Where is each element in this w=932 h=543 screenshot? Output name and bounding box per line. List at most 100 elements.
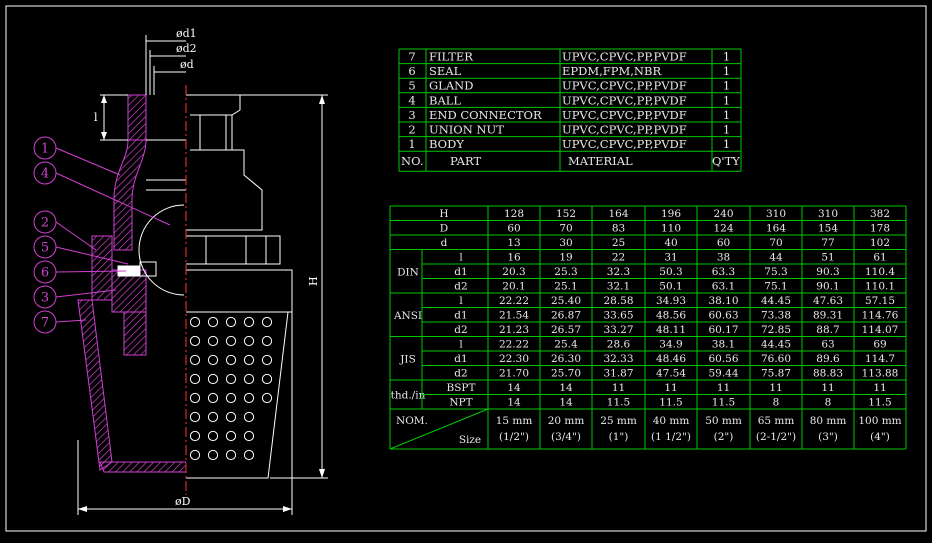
dim-cell: 90.3 xyxy=(816,266,839,278)
bom-cell-material: UPVC,CPVC,PP,PVDF xyxy=(562,93,687,107)
bom-cell-part: BALL xyxy=(429,93,461,107)
filter-wall-section xyxy=(77,299,113,471)
bom-cell-material: UPVC,CPVC,PP,PVDF xyxy=(562,79,687,93)
bom-cell-part: UNION NUT xyxy=(429,123,504,137)
dim-cell: 11 xyxy=(873,382,886,394)
dim-cell: 40 xyxy=(664,237,677,249)
balloon-label: 4 xyxy=(41,167,49,182)
nom-mm: 80 mm xyxy=(810,415,847,427)
filter-hole xyxy=(207,430,219,442)
filter-hole xyxy=(243,392,255,404)
dim-cell: 69 xyxy=(873,339,886,351)
dim-cell: 240 xyxy=(713,208,733,220)
dim-cell: 11.5 xyxy=(659,397,682,409)
dim-cell: 48.46 xyxy=(656,353,686,365)
dim-row-label: H xyxy=(439,208,448,220)
dim-row-label: d2 xyxy=(454,281,467,293)
dim-cell: 90.1 xyxy=(816,281,839,293)
ball-section-outline xyxy=(138,204,185,296)
filter-holes xyxy=(189,316,273,461)
nom-mm: 25 mm xyxy=(600,415,637,427)
body-exterior-inner xyxy=(190,114,232,151)
filter-hole xyxy=(243,316,255,328)
bom-cell-material: EPDM,FPM,NBR xyxy=(562,64,661,78)
bom-header-no: NO. xyxy=(401,154,423,168)
dim-cell: 25.40 xyxy=(551,295,581,307)
dim-cell: 61 xyxy=(873,252,886,264)
dim-cell: 114.76 xyxy=(862,310,899,322)
filter-hole xyxy=(189,411,201,423)
dim-cell: 310 xyxy=(818,208,838,220)
bom-header-qty: Q'TY xyxy=(712,154,740,168)
filter-hole xyxy=(189,316,201,328)
bom-cell-no: 3 xyxy=(408,108,415,122)
dim-cell: 20.1 xyxy=(502,281,525,293)
filter-hole xyxy=(207,373,219,385)
bom-cell-no: 4 xyxy=(408,93,415,107)
dim-cell: 28.6 xyxy=(607,339,631,351)
balloon-leader xyxy=(55,319,87,323)
dim-cell: 30 xyxy=(559,237,572,249)
dim-cell: 382 xyxy=(870,208,890,220)
balloon-label: 2 xyxy=(41,216,49,231)
dim-cell: 128 xyxy=(504,208,524,220)
dim-cell: 110.4 xyxy=(865,266,895,278)
dim-cell: 22.22 xyxy=(499,295,529,307)
dim-cell: 73.38 xyxy=(761,310,791,322)
dim-cell: 124 xyxy=(713,223,733,235)
nom-inch: (4") xyxy=(870,431,890,443)
dim-row-label: d1 xyxy=(454,353,467,365)
filter-hole xyxy=(189,354,201,366)
dim-cell: 11.5 xyxy=(607,397,630,409)
nom-inch: (1 1/2") xyxy=(651,431,691,443)
balloon-circle xyxy=(33,161,57,185)
dim-cell: 47.54 xyxy=(656,368,686,380)
dim-cell: 60.17 xyxy=(708,324,738,336)
bom-cell-part: SEAL xyxy=(429,64,462,78)
dim-cell: 44.45 xyxy=(761,295,791,307)
dim-cell: 48.11 xyxy=(656,324,686,336)
dim-cell: 22.30 xyxy=(499,353,529,365)
dim-cell: 22.22 xyxy=(499,339,529,351)
bom-header-material: MATERIAL xyxy=(568,154,633,168)
dim-cell: 31.87 xyxy=(603,368,633,380)
dim-group-label: JIS xyxy=(399,353,416,365)
nom-inch: (1") xyxy=(609,431,629,443)
balloon-circle xyxy=(33,210,57,234)
dim-cell: 44.45 xyxy=(761,339,791,351)
dim-row-label: l xyxy=(459,339,463,351)
balloon-leader xyxy=(55,221,97,251)
nom-inch: (2") xyxy=(714,431,734,443)
nom-label: NOM. xyxy=(396,415,428,427)
nom-mm: 40 mm xyxy=(653,415,690,427)
dim-cell: 60 xyxy=(507,223,520,235)
balloon-circle xyxy=(33,285,57,309)
nom-inch: (2-1/2") xyxy=(756,431,796,443)
balloon-label: 3 xyxy=(41,291,49,306)
dim-cell: 75.87 xyxy=(761,368,791,380)
union-nut-exterior xyxy=(186,235,293,313)
bom-cell-qty: 1 xyxy=(723,79,730,93)
dim-cell: 33.27 xyxy=(603,324,633,336)
dim-cell: 50.1 xyxy=(659,281,682,293)
filter-hole xyxy=(207,335,219,347)
dim-row-label: d2 xyxy=(454,324,467,336)
dim-cell: 21.23 xyxy=(499,324,529,336)
dim-row-label: d1 xyxy=(454,310,467,322)
filter-hole xyxy=(243,373,255,385)
bom-cell-qty: 1 xyxy=(723,108,730,122)
dim-label-H: H xyxy=(307,276,320,286)
bom-cell-qty: 1 xyxy=(723,93,730,107)
dim-cell: 48.56 xyxy=(656,310,686,322)
bom-cell-part: END CONNECTOR xyxy=(429,108,542,122)
filter-hole xyxy=(261,316,273,328)
bom-cell-part: GLAND xyxy=(429,79,473,93)
dim-cell: 60.63 xyxy=(708,310,738,322)
dimension-lines xyxy=(77,35,328,515)
filter-hole xyxy=(207,316,219,328)
bom-cell-qty: 1 xyxy=(723,50,730,64)
filter-hole xyxy=(189,392,201,404)
dim-cell: 89.31 xyxy=(813,310,843,322)
